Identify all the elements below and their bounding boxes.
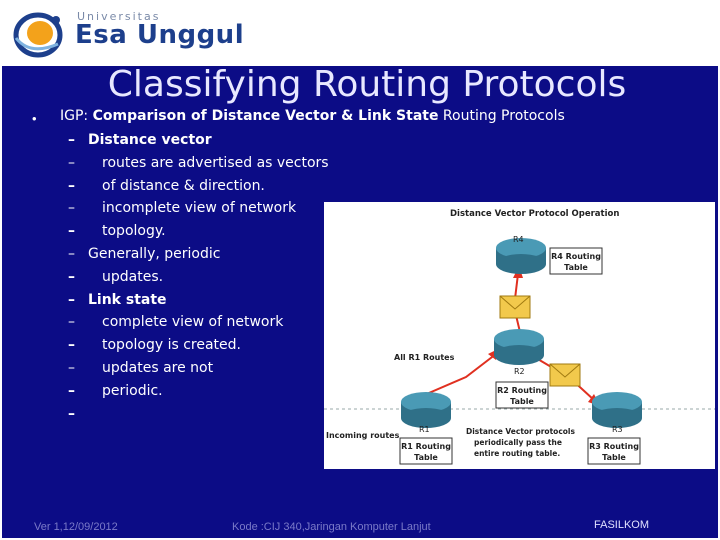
university-logo-icon [13, 12, 63, 58]
list-item-text: Generally, periodic [88, 246, 221, 262]
envelope-icon [549, 363, 581, 387]
slide-title: Classifying Routing Protocols [107, 64, 627, 105]
list-item-text: topology is created. [102, 337, 241, 354]
list-item-text: topology. [102, 223, 166, 240]
list-item: – of distance & direction. [68, 176, 265, 196]
list-item-text: updates. [102, 268, 164, 285]
diagram-svg: Distance Vector Protocol Operation [324, 209, 715, 465]
router-r2-icon [494, 329, 544, 365]
dash-marker: – [68, 360, 75, 376]
list-item-text: Distance vector [88, 132, 212, 148]
r4-routing-table: R4 Routing Table [549, 247, 603, 275]
list-item: – [68, 404, 88, 424]
footer-course-code: Kode :CIJ 340,Jaringan Komputer Lanjut [232, 521, 431, 533]
svg-text:Distance Vector protocols: Distance Vector protocols [466, 427, 575, 436]
list-item: – routes are advertised as vectors [68, 153, 329, 173]
list-item: –Link state [68, 290, 167, 310]
main-bullet-text: IGP: Comparison of Distance Vector & Lin… [60, 108, 565, 124]
r2-routing-table: R2 Routing Table [495, 381, 549, 409]
svg-text:Table: Table [510, 397, 534, 406]
list-item-text: of distance & direction. [102, 177, 265, 194]
svg-text:R4 Routing: R4 Routing [551, 252, 601, 261]
svg-text:entire routing table.: entire routing table. [474, 449, 560, 458]
diagram-title: Distance Vector Protocol Operation [450, 209, 619, 219]
dash-marker: – [68, 382, 75, 399]
dash-marker: – [68, 246, 75, 262]
router-r3-icon [592, 392, 642, 428]
bullet-marker: • [32, 111, 37, 126]
r3-routing-table: R3 Routing Table [587, 437, 641, 465]
svg-text:Table: Table [602, 453, 626, 462]
dash-marker: – [68, 405, 75, 422]
list-item: – periodic. [68, 381, 163, 401]
header-bar: Universitas Esa Unggul [0, 0, 720, 66]
list-item: – complete view of network [68, 312, 283, 332]
list-item-text: Link state [88, 291, 167, 308]
dash-marker: – [68, 337, 75, 354]
dash-marker: – [68, 154, 75, 171]
svg-text:R4: R4 [513, 235, 524, 244]
all-r1-routes-label: All R1 Routes [394, 353, 455, 362]
list-item-text: routes are advertised as vectors [102, 154, 329, 171]
dash-marker: – [68, 223, 75, 240]
list-item: – topology. [68, 221, 166, 241]
list-item: –Distance vector [68, 130, 212, 150]
dash-marker: – [68, 177, 75, 194]
list-item-text: incomplete view of network [102, 200, 297, 217]
router-r1-icon [401, 392, 451, 428]
list-item-text: complete view of network [102, 314, 284, 331]
svg-text:R2 Routing: R2 Routing [497, 386, 547, 395]
svg-text:Table: Table [564, 263, 588, 272]
list-item-text: periodic. [102, 382, 163, 399]
footer-faculty: FASILKOM [594, 519, 650, 531]
svg-text:Table: Table [414, 453, 438, 462]
svg-text:periodically pass the: periodically pass the [474, 438, 562, 447]
svg-text:R1 Routing: R1 Routing [401, 442, 451, 451]
svg-text:R3: R3 [612, 425, 623, 434]
footer-version: Ver 1,12/09/2012 [34, 521, 118, 533]
svg-text:R2: R2 [514, 367, 525, 376]
list-item-text: updates are not [102, 360, 214, 376]
list-item: – updates. [68, 267, 163, 287]
dash-marker: – [68, 291, 75, 308]
logo-subtitle: Universitas [77, 10, 161, 23]
envelope-icon [499, 295, 531, 319]
dash-marker: – [68, 268, 75, 285]
list-item: – topology is created. [68, 335, 241, 355]
incoming-routes-label: Incoming routes [326, 431, 400, 440]
dash-marker: – [68, 314, 75, 331]
svg-text:R1: R1 [419, 425, 430, 434]
svg-text:R3 Routing: R3 Routing [589, 442, 639, 451]
list-item: – updates are not [68, 358, 213, 378]
list-item: – incomplete view of network [68, 198, 296, 218]
dash-marker: – [68, 200, 75, 217]
r1-routing-table: R1 Routing Table [399, 437, 453, 465]
list-item: –Generally, periodic [68, 244, 220, 264]
logo-title: Esa Unggul [75, 20, 245, 50]
distance-vector-diagram: Distance Vector Protocol Operation [324, 202, 715, 469]
router-r4-icon [496, 238, 546, 274]
dash-marker: – [68, 132, 75, 148]
